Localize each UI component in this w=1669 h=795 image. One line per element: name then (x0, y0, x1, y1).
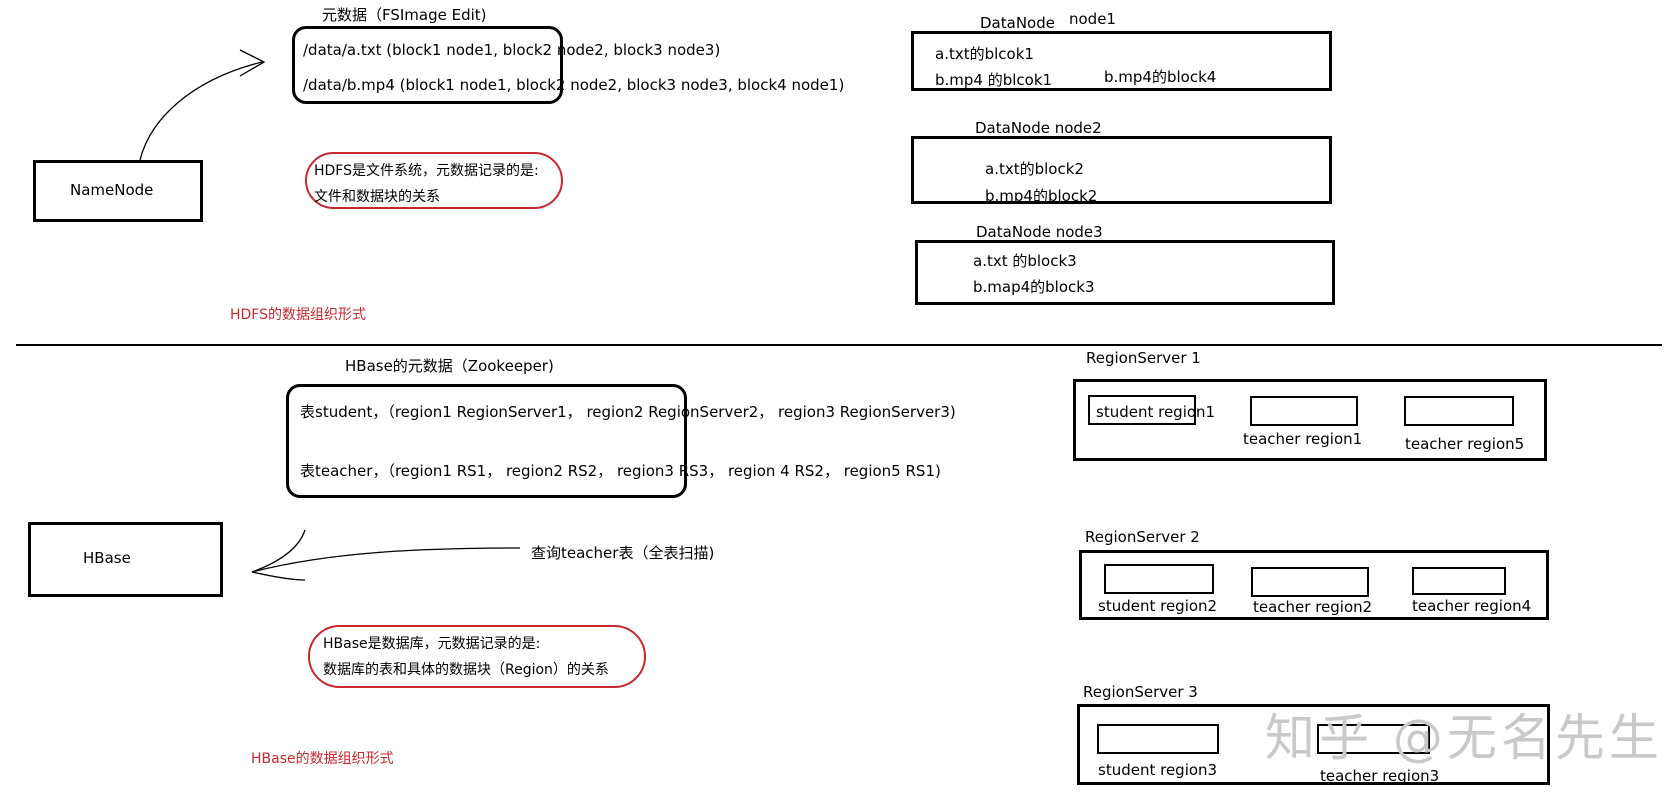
hdfs-metadata-box (292, 26, 563, 104)
rs2-student-region2-box (1104, 564, 1214, 594)
hdfs-metadata-title: 元数据（FSImage Edit) (322, 6, 487, 24)
regionserver1-title: RegionServer 1 (1086, 349, 1201, 367)
rs2-teacher-region2-box (1251, 567, 1369, 597)
regionserver2-box (1079, 550, 1549, 620)
rs2-teacher-region4-label: teacher region4 (1412, 597, 1532, 615)
hbase-metadata-title: HBase的元数据（Zookeeper) (345, 357, 554, 375)
rs1-student-region1-label: student region1 (1096, 403, 1216, 421)
hbase-box (28, 522, 223, 597)
regionserver2-title: RegionServer 2 (1085, 528, 1200, 546)
namenode-to-metadata-arrow (139, 61, 263, 161)
datanode1-node-label: node1 (1069, 10, 1116, 28)
regionserver3-box (1077, 704, 1550, 785)
rs2-student-region2-label: student region2 (1098, 597, 1218, 615)
namenode-box (33, 160, 203, 222)
rs1-teacher-region1-box (1250, 396, 1358, 426)
datanode1-box (911, 31, 1332, 91)
hdfs-note-line1: HDFS是文件系统，元数据记录的是: (314, 163, 539, 179)
hbase-metadata-box (286, 384, 687, 498)
rs2-teacher-region4-box (1412, 567, 1506, 595)
query-arrow-stroke-b (251, 571, 306, 581)
hbase-note-pill (308, 625, 646, 688)
datanode1-title: DataNode (980, 14, 1055, 32)
hdfs-caption: HDFS的数据组织形式 (230, 307, 367, 323)
hdfs-note-pill (305, 152, 563, 209)
hdfs-metadata-line1: /data/a.txt (block1 node1, block2 node2,… (303, 41, 721, 59)
datanode2-block-a: a.txt的block2 (985, 160, 1084, 178)
arrowhead-top (239, 49, 266, 77)
query-label: 查询teacher表（全表扫描) (531, 544, 715, 562)
query-arrow-stroke-a (251, 529, 306, 573)
hbase-metadata-line1: 表student，（region1 RegionServer1， region2… (300, 403, 956, 421)
rs2-teacher-region2-label: teacher region2 (1253, 598, 1373, 616)
datanode3-block-a: a.txt 的block3 (973, 252, 1077, 270)
rs1-teacher-region5-box (1404, 396, 1514, 426)
datanode3-box (915, 240, 1335, 305)
datanode2-box (911, 136, 1332, 204)
hbase-caption: HBase的数据组织形式 (251, 751, 394, 767)
datanode1-block-extra: b.mp4的block4 (1104, 68, 1217, 86)
hdfs-metadata-line2: /data/b.mp4 (block1 node1, block2 node2,… (303, 76, 845, 94)
datanode2-title: DataNode node2 (975, 119, 1102, 137)
rs3-student-region3-box (1097, 724, 1219, 754)
rs1-student-region1-box (1088, 395, 1196, 425)
datanode2-block-b: b.mp4的block2 (985, 187, 1098, 205)
namenode-label: NameNode (70, 181, 154, 199)
hbase-note-line2: 数据库的表和具体的数据块（Region）的关系 (323, 662, 609, 678)
datanode3-block-b: b.map4的block3 (973, 278, 1095, 296)
hbase-metadata-line2: 表teacher，（region1 RS1， region2 RS2， regi… (300, 462, 941, 480)
regionserver1-box (1073, 379, 1547, 461)
rs3-teacher-region3-box (1317, 724, 1430, 754)
hbase-note-line1: HBase是数据库，元数据记录的是: (323, 636, 541, 652)
rs1-teacher-region1-label: teacher region1 (1243, 430, 1363, 448)
watermark: 知乎 @无名先生 (1265, 709, 1663, 767)
hbase-label: HBase (83, 549, 131, 567)
rs1-teacher-region5-label: teacher region5 (1405, 435, 1525, 453)
datanode1-block-b: b.mp4 的blcok1 (935, 71, 1053, 89)
regionserver3-title: RegionServer 3 (1083, 683, 1198, 701)
rs3-student-region3-label: student region3 (1098, 761, 1218, 779)
datanode3-title: DataNode node3 (976, 223, 1103, 241)
datanode1-block-a: a.txt的blcok1 (935, 45, 1034, 63)
hdfs-note-line2: 文件和数据块的关系 (314, 189, 440, 205)
query-arrow (251, 547, 521, 573)
rs3-teacher-region3-label: teacher region3 (1320, 767, 1440, 785)
